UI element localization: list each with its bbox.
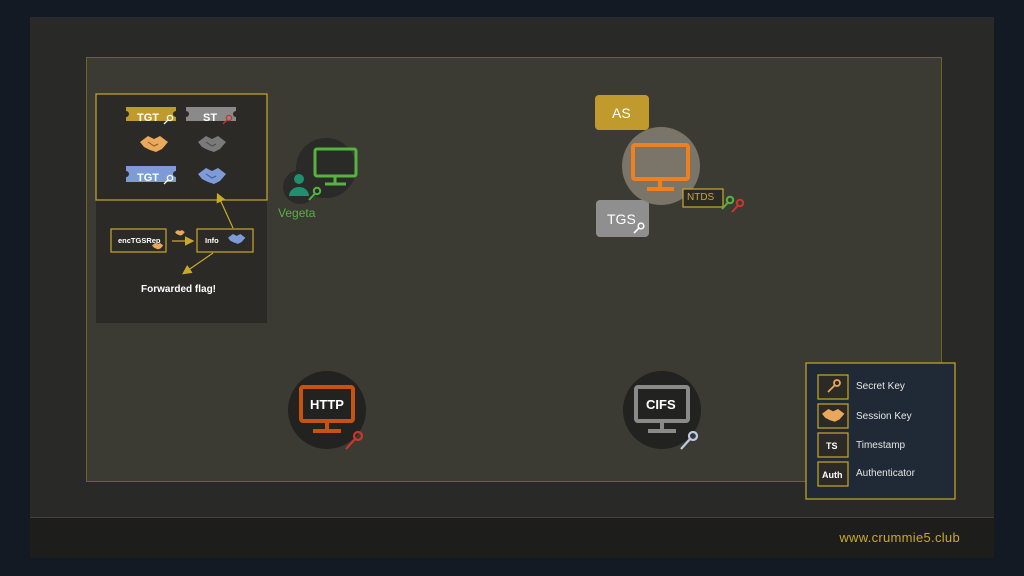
key-icon [633, 222, 645, 234]
legend-label-authenticator: Authenticator [856, 468, 915, 479]
http-label: HTTP [310, 397, 344, 412]
key-icon [222, 114, 233, 125]
timestamp-legend-glyph: TS [826, 441, 838, 451]
key-icon [731, 198, 745, 213]
key-icon [680, 430, 699, 450]
tgt-ticket: TGT [126, 107, 176, 125]
legend-label-timestamp: Timestamp [856, 440, 906, 451]
tgt-ticket-blue: TGT [126, 166, 176, 185]
legend-label-secret-key: Secret Key [856, 381, 905, 392]
ntds-label: NTDS [687, 192, 715, 203]
http-service-node[interactable] [288, 371, 366, 450]
enc-tgs-rep-box: encTGSRep [110, 228, 167, 253]
key-icon [345, 430, 364, 450]
legend [805, 362, 956, 500]
handshake-icon [228, 234, 246, 244]
ntds-box [682, 188, 724, 208]
footer-bar [30, 517, 994, 558]
handshake-icon [198, 168, 226, 184]
authenticator-legend-glyph: Auth [822, 470, 843, 480]
forwarded-flag-note: Forwarded flag! [141, 284, 216, 295]
flow-arrow [182, 252, 214, 275]
info-box: Info [196, 228, 254, 253]
monitor-icon [634, 385, 690, 433]
handshake-icon [140, 136, 168, 152]
tgt-label: TGT [137, 112, 159, 124]
handshake-icon [822, 409, 845, 422]
tgs-box [596, 200, 649, 237]
enc-tgs-rep-label: encTGSRep [118, 236, 161, 245]
monitor-icon [313, 147, 358, 186]
handshake-icon [198, 136, 226, 152]
monitor-icon [631, 143, 690, 191]
domain-controller-node[interactable] [595, 95, 745, 237]
handshake-icon [152, 243, 164, 250]
footer-url[interactable]: www.crummie5.club [839, 530, 960, 545]
legend-label-session-key: Session Key [856, 411, 912, 422]
tgs-label: TGS [607, 211, 636, 227]
st-label: ST [203, 112, 217, 124]
flow-arrow [216, 192, 234, 229]
cifs-label: CIFS [646, 397, 676, 412]
as-label: AS [612, 105, 631, 121]
client-name-label: Vegeta [278, 206, 316, 220]
handshake-icon [175, 230, 185, 236]
key-icon [163, 114, 174, 125]
cifs-service-node[interactable] [623, 371, 701, 450]
info-label: Info [205, 236, 219, 245]
as-box [595, 95, 649, 130]
monitor-icon [299, 385, 355, 433]
key-icon [163, 174, 174, 185]
key-icon [721, 195, 735, 210]
user-icon [289, 174, 309, 196]
client-node[interactable] [283, 138, 358, 204]
key-icon [827, 379, 841, 393]
key-icon [308, 186, 322, 201]
ticket-panel: TGT ST TGT [95, 93, 268, 323]
tgt-blue-label: TGT [137, 172, 159, 184]
st-ticket: ST [186, 107, 236, 125]
